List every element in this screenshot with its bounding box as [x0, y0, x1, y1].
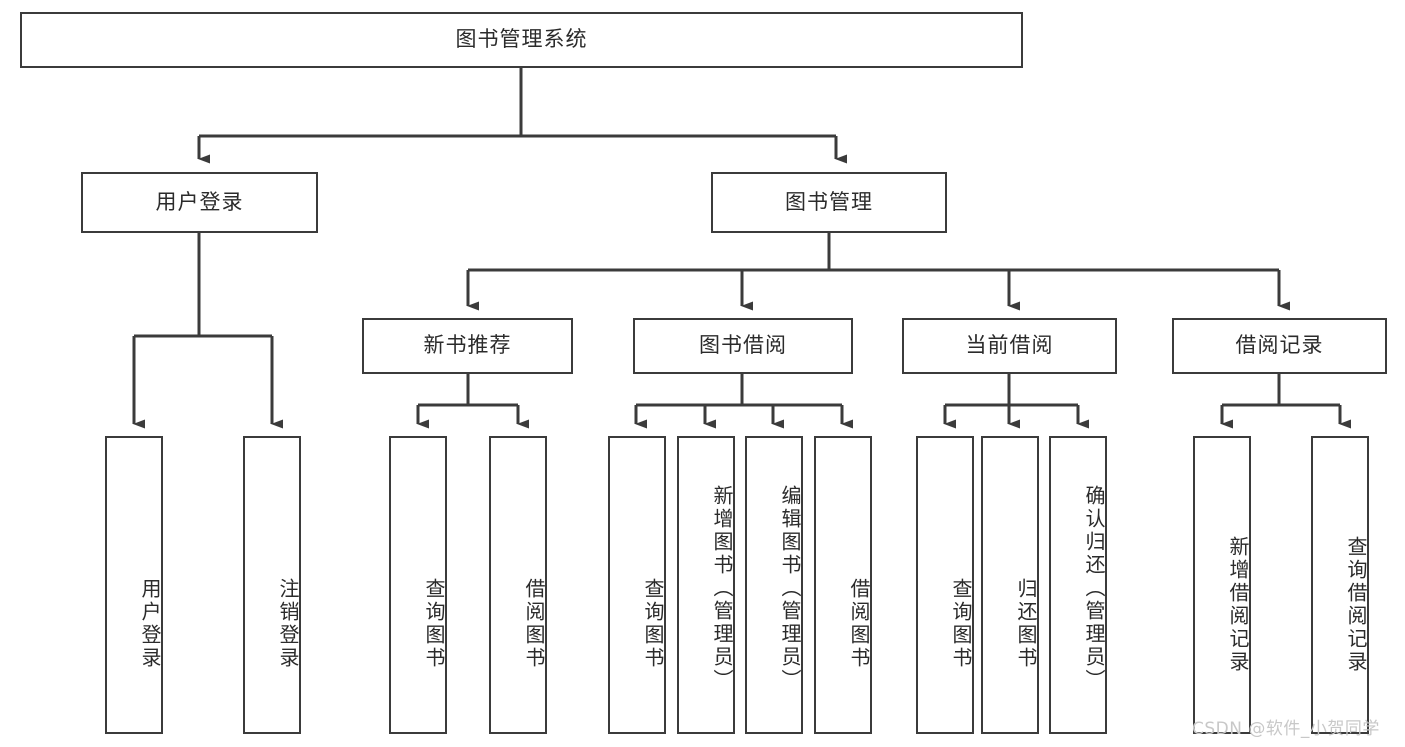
leaf-user-login-signout[interactable]: 注销登录 — [243, 436, 301, 734]
node-current-borrow-label: 当前借阅 — [965, 333, 1054, 358]
node-book-borrow[interactable]: 图书借阅 — [633, 318, 853, 374]
leaf-record-query-record-label: 查询借阅记录 — [1344, 536, 1368, 674]
watermark: CSDN @软件_小贺同学 — [1192, 719, 1380, 739]
node-current-borrow[interactable]: 当前借阅 — [902, 318, 1117, 374]
node-new-book-recommend-label: 新书推荐 — [423, 333, 512, 358]
node-book-management[interactable]: 图书管理 — [711, 172, 947, 233]
leaf-borrow-add-book[interactable]: 新增图书（管理员） — [677, 436, 735, 734]
leaf-borrow-borrow-book-label: 借阅图书 — [847, 578, 871, 670]
node-borrow-record-label: 借阅记录 — [1235, 333, 1324, 358]
leaf-current-confirm-return-label: 确认归还（管理员） — [1082, 484, 1106, 692]
leaf-user-login-signin[interactable]: 用户登录 — [105, 436, 163, 734]
node-book-management-label: 图书管理 — [785, 189, 873, 214]
node-root-label: 图书管理系统 — [455, 27, 588, 52]
node-user-login-label: 用户登录 — [155, 189, 244, 214]
leaf-record-add-record-label: 新增借阅记录 — [1226, 536, 1250, 674]
leaf-recommend-borrow-book[interactable]: 借阅图书 — [489, 436, 547, 734]
leaf-recommend-query-book[interactable]: 查询图书 — [389, 436, 447, 734]
leaf-borrow-query-book[interactable]: 查询图书 — [608, 436, 666, 734]
node-book-borrow-label: 图书借阅 — [699, 333, 787, 358]
leaf-current-confirm-return[interactable]: 确认归还（管理员） — [1049, 436, 1107, 734]
leaf-recommend-borrow-book-label: 借阅图书 — [522, 578, 546, 670]
leaf-borrow-query-book-label: 查询图书 — [641, 578, 665, 670]
leaf-borrow-borrow-book[interactable]: 借阅图书 — [814, 436, 872, 734]
leaf-record-add-record[interactable]: 新增借阅记录 — [1193, 436, 1251, 734]
leaf-recommend-query-book-label: 查询图书 — [422, 578, 446, 670]
node-user-login[interactable]: 用户登录 — [81, 172, 318, 233]
leaf-current-return-book-label: 归还图书 — [1014, 578, 1038, 670]
leaf-current-return-book[interactable]: 归还图书 — [981, 436, 1039, 734]
node-root[interactable]: 图书管理系统 — [20, 12, 1023, 68]
node-borrow-record[interactable]: 借阅记录 — [1172, 318, 1387, 374]
node-new-book-recommend[interactable]: 新书推荐 — [362, 318, 573, 374]
leaf-user-login-signin-label: 用户登录 — [138, 578, 162, 670]
leaf-user-login-signout-label: 注销登录 — [276, 578, 300, 670]
leaf-borrow-add-book-label: 新增图书（管理员） — [710, 484, 734, 692]
leaf-borrow-edit-book-label: 编辑图书（管理员） — [778, 484, 802, 692]
leaf-record-query-record[interactable]: 查询借阅记录 — [1311, 436, 1369, 734]
leaf-current-query-book[interactable]: 查询图书 — [916, 436, 974, 734]
leaf-current-query-book-label: 查询图书 — [949, 578, 973, 670]
leaf-borrow-edit-book[interactable]: 编辑图书（管理员） — [745, 436, 803, 734]
